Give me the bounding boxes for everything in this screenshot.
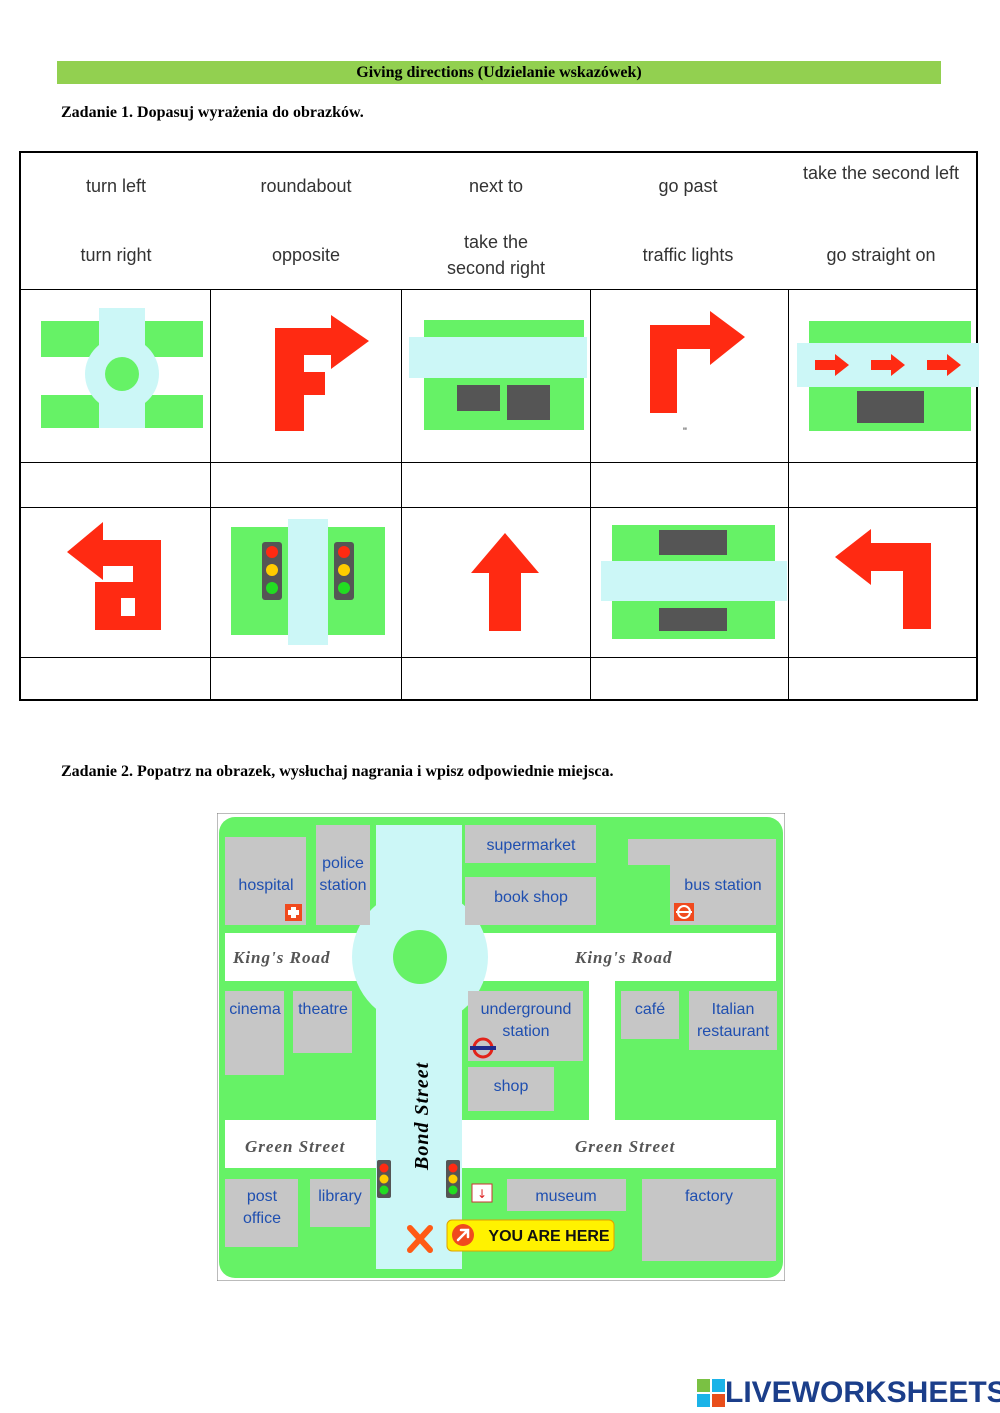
word-option: take the second left [802,163,960,183]
label-bond-street: Bond Street [411,1061,433,1171]
task2-title: Zadanie 2. Popatrz na obrazek, wysłuchaj… [61,763,614,780]
building-cinema [225,991,284,1075]
label-italian-1: Italian [712,1001,755,1018]
label-kings-road-left: King's Road [232,948,330,967]
liveworksheets-logo: LIVEWORKSHEETS [697,1376,1000,1409]
building-factory [642,1179,776,1261]
label-underground-1: underground [481,1001,572,1018]
table-divider [21,289,976,290]
table-divider [401,289,402,701]
underground-icon [470,1037,496,1059]
museum-icon: ↓ [471,1183,493,1203]
green-street [225,1120,776,1168]
building-library [310,1179,370,1227]
traffic-light-icon [377,1160,391,1198]
hospital-cross-icon [285,904,302,921]
word-option: go past [658,176,718,196]
word-option: turn left [85,176,147,196]
building-theatre [293,991,352,1053]
turn-right-arrow-icon [650,311,745,413]
building-museum [507,1179,626,1211]
go-past-picture [797,321,979,431]
page-title: Giving directions (Udzielanie wskazówek) [57,61,941,84]
logo-blocks-icon [697,1379,725,1407]
turn-left-arrow-icon [835,529,931,629]
label-post-1: post [247,1188,278,1205]
you-are-here-label: YOU ARE HERE [488,1228,610,1245]
label-shop: shop [494,1078,529,1095]
label-post-2: office [243,1210,281,1227]
label-supermarket: supermarket [487,837,576,854]
label-hospital: hospital [238,877,293,894]
roundabout-picture [41,308,203,428]
label-museum: museum [535,1188,596,1205]
side-street [589,973,615,1128]
take-second-right-arrow-icon [275,315,369,431]
table-divider [21,462,976,463]
table-divider [21,507,976,508]
label-police-1: police [322,855,364,872]
traffic-light-icon [446,1160,460,1198]
bus-station-icon [674,903,694,921]
you-are-here-sign: YOU ARE HERE [446,1219,615,1252]
label-bus-station: bus station [684,877,761,894]
table-divider [788,289,789,701]
word-option: opposite [271,245,341,265]
exercise-table: turn left roundabout next to go past tak… [19,151,979,701]
building-bus-station [628,839,776,925]
building-police-station [316,825,370,925]
svg-text:↓: ↓ [477,1187,487,1201]
building-book-shop [465,877,596,925]
building-cafe [621,991,679,1039]
label-cafe: café [635,1001,665,1018]
label-factory: factory [685,1188,733,1205]
word-option: go straight on [826,245,936,265]
word-option: take the second right [446,232,546,278]
label-book-shop: book shop [494,889,568,906]
label-underground-2: station [502,1023,549,1040]
label-green-street-right: Green Street [575,1137,676,1156]
take-second-left-arrow-icon [67,522,161,630]
label-kings-road-right: King's Road [574,948,672,967]
label-theatre: theatre [298,1001,348,1018]
label-library: library [318,1188,362,1205]
word-option: turn right [80,245,152,265]
table-divider [210,289,211,701]
label-cinema: cinema [229,1001,281,1018]
x-marker-icon [407,1225,433,1253]
word-option: traffic lights [642,245,734,265]
label-green-street-left: Green Street [245,1137,346,1156]
next-to-picture [409,320,587,430]
straight-on-arrow-icon [471,533,539,631]
building-supermarket [465,825,596,863]
building-post-office [225,1179,298,1247]
task1-title: Zadanie 1. Dopasuj wyrażenia do obrazków… [61,104,364,121]
stray-mark: " [683,426,687,438]
word-option: next to [468,176,524,196]
kings-road [225,933,776,981]
opposite-picture [601,525,787,639]
word-option: roundabout [260,176,352,196]
label-police-2: station [319,877,366,894]
logo-text: LIVEWORKSHEETS [725,1376,1000,1409]
building-shop [468,1067,554,1111]
traffic-lights-picture [231,519,385,645]
town-map: hospital police station supermarket book… [217,813,785,1281]
table-divider [21,657,976,658]
building-italian-restaurant [689,991,777,1050]
table-divider [590,289,591,701]
label-italian-2: restaurant [697,1023,770,1040]
